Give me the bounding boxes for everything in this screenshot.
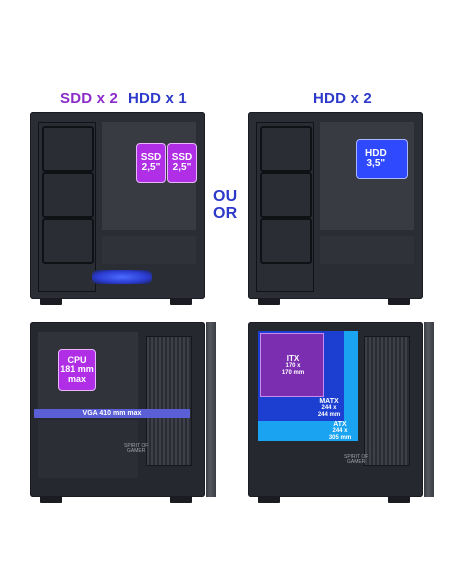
brand-right-line1: SPIRIT OF <box>344 454 369 460</box>
hdd-badge-size: 3,5" <box>366 158 386 169</box>
brand-logo-left: SPIRIT OF GAMER <box>124 444 148 454</box>
brand-left-line2: GAMER <box>127 448 146 454</box>
atx-title: ATX <box>333 421 347 428</box>
hdd-left-count-label: HDD x 1 <box>128 90 187 107</box>
itx-dim-2: 170 mm <box>281 369 305 376</box>
ou-label: OU <box>213 188 238 205</box>
vga-bar: VGA 410 mm max <box>34 409 190 418</box>
ssd-badge-2-title: SSD <box>171 151 193 163</box>
vga-label: VGA 410 mm max <box>82 409 142 417</box>
glass-panel-right <box>424 322 434 497</box>
ssd-badge-1-size: 2,5" <box>141 162 161 173</box>
sdd-count-label: SDD x 2 <box>60 90 119 107</box>
matx-title: MATX <box>319 398 339 405</box>
matx-label: MATX 244 x 244 mm <box>312 398 346 418</box>
atx-dim-1: 244 x <box>332 428 348 435</box>
or-label: OR <box>213 205 238 222</box>
itx-board <box>260 333 324 397</box>
cpu-badge-max: max <box>67 373 86 384</box>
hdd-badge-title: HDD <box>365 147 387 159</box>
brand-left-line1: SPIRIT OF <box>124 443 149 449</box>
atx-label: ATX 244 x 305 mm <box>323 421 357 441</box>
brand-right-line2: GAMER <box>347 459 366 465</box>
ssd-badge-1-title: SSD <box>140 151 162 163</box>
brand-logo-right: SPIRIT OF GAMER <box>344 455 368 465</box>
hdd-right-count-label: HDD x 2 <box>313 90 372 107</box>
itx-dim-1: 170 x <box>285 363 301 370</box>
case-back-view-ssd <box>30 112 205 305</box>
matx-dim-2: 244 mm <box>317 411 341 418</box>
matx-dim-1: 244 x <box>321 405 337 412</box>
itx-label: ITX 170 x 170 mm <box>276 354 310 376</box>
ssd-badge-2-size: 2,5" <box>172 162 192 173</box>
atx-dim-2: 305 mm <box>328 434 352 441</box>
cpu-badge-size: 181 mm <box>60 364 94 375</box>
cpu-badge-title: CPU <box>67 354 87 365</box>
itx-title: ITX <box>286 354 300 363</box>
glass-panel-left <box>206 322 216 497</box>
